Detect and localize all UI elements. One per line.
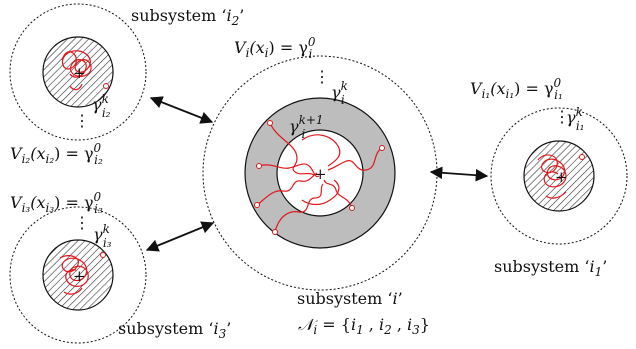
start-point-6 (380, 146, 385, 151)
subsystem-i1-start-point (580, 155, 585, 160)
subsystem-i-neighbor-set: 𝒩i = {i1 , i2 , i3} (298, 315, 430, 337)
arrow-i-i1 (431, 172, 487, 176)
subsystem-i3-start-point (101, 253, 106, 258)
start-point-2 (257, 164, 262, 169)
subsystem-i3-caption: subsystem ‘i3’ (118, 319, 231, 341)
subsystem-i2-dots: ⋮ (74, 111, 90, 130)
arrow-i-i2 (151, 98, 212, 122)
subsystem-i1-center-mark: + (555, 168, 568, 186)
start-point-5 (350, 206, 355, 211)
start-point-4 (273, 230, 278, 235)
subsystem-i-caption: subsystem ‘i’ (297, 289, 403, 308)
subsystem-i2-start-point (104, 84, 109, 89)
subsystem-i3-dots: ⋮ (74, 213, 90, 232)
subsystem-i3-center-mark: + (73, 267, 86, 285)
subsystem-i2-center-mark: + (73, 64, 86, 82)
subsystem-i-dots: ⋮ (314, 67, 330, 86)
start-point-1 (268, 121, 273, 126)
arrow-i-i3 (147, 223, 213, 250)
subsystem-i1-caption: subsystem ‘i1’ (494, 257, 607, 279)
start-point-3 (255, 203, 260, 208)
subsystem-i2-caption: subsystem ‘i2’ (131, 6, 244, 28)
